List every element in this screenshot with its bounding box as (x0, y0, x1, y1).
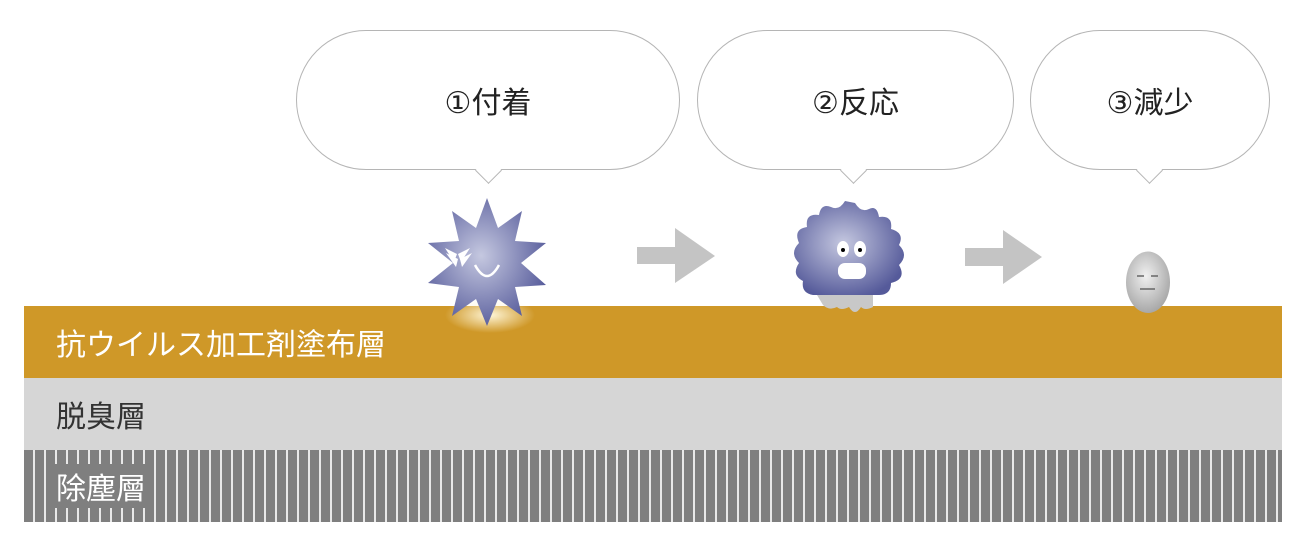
arrow-right-icon (965, 230, 1042, 284)
virus-angry-icon (428, 198, 546, 333)
dust-removal-layer: 除塵層 (24, 450, 1282, 522)
layer-label: 抗ウイルス加工剤塗布層 (56, 328, 386, 363)
arrow-right-icon (637, 228, 715, 283)
virus-surprised-icon (794, 201, 904, 312)
step-label: ②反応 (812, 86, 899, 121)
antiviral-coating-layer: 抗ウイルス加工剤塗布層 (24, 306, 1282, 378)
step-bubble-react: ②反応 (697, 30, 1014, 184)
layer-label: 除塵層 (52, 464, 150, 508)
step-label: ①付着 (444, 86, 532, 121)
deodorizing-layer: 脱臭層 (24, 378, 1282, 450)
step-bubble-reduce: ③減少 (1030, 30, 1270, 184)
step-label: ③減少 (1106, 86, 1194, 121)
layer-label: 脱臭層 (56, 400, 146, 435)
virus-reduced-icon (1126, 251, 1170, 313)
step-bubble-attach: ①付着 (296, 30, 680, 184)
